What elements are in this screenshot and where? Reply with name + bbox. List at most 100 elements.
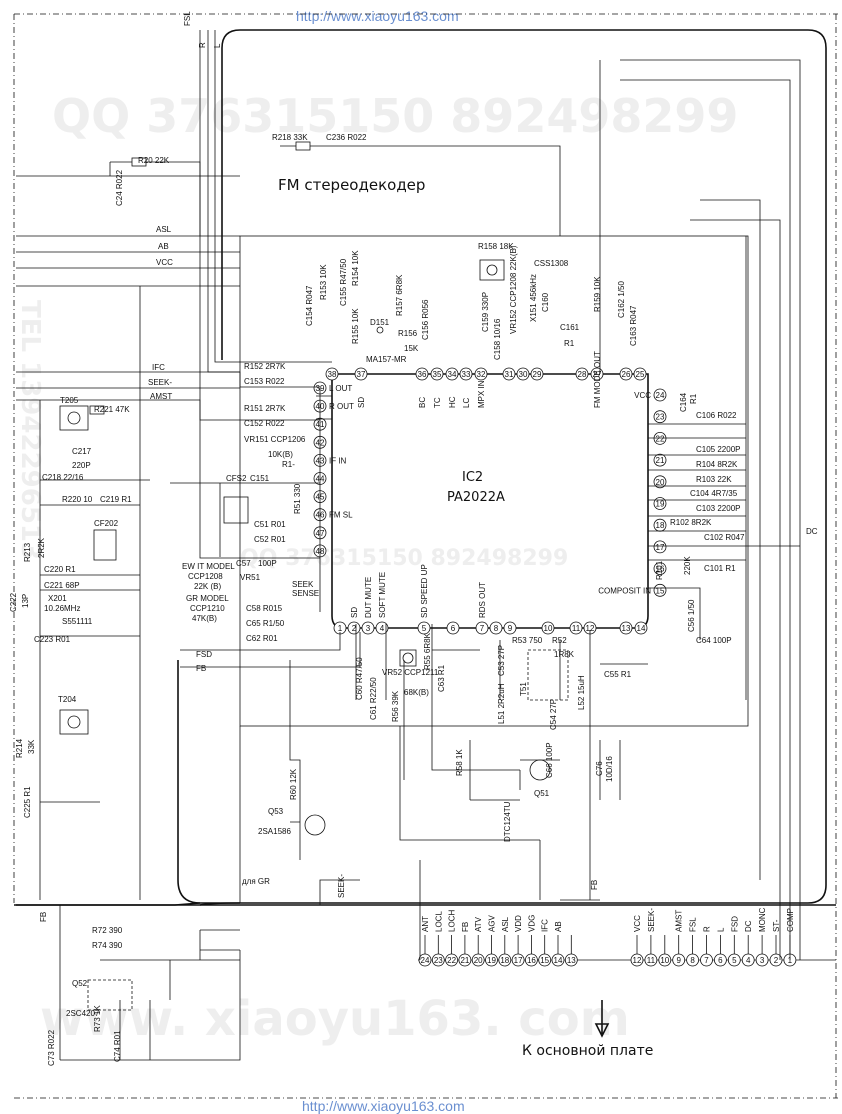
pin-number: 32	[477, 370, 486, 379]
svg-text:C58 R015: C58 R015	[246, 604, 283, 613]
svg-text:R214: R214	[15, 738, 24, 758]
pin-conn-3	[755, 953, 769, 967]
pin-right-23	[653, 410, 667, 424]
pin-number: 14	[637, 624, 646, 633]
svg-text:C156 R056: C156 R056	[421, 299, 430, 340]
pin-number: 33	[462, 370, 471, 379]
pin-label: DUT MUTE	[364, 577, 373, 618]
svg-text:R158 18K: R158 18K	[478, 242, 514, 251]
svg-text:C158 10/16: C158 10/16	[493, 318, 502, 360]
sig-l: L	[213, 43, 222, 48]
pin-number: 13	[567, 956, 576, 965]
svg-text:L51 2R2uH: L51 2R2uH	[497, 683, 506, 724]
sig-dc: DC	[806, 527, 818, 536]
svg-text:C105 2200P: C105 2200P	[696, 445, 740, 454]
pin-number: 25	[636, 370, 645, 379]
conn-label: L	[716, 927, 725, 932]
pin-top-33	[459, 367, 473, 381]
svg-text:C153 R022: C153 R022	[244, 377, 285, 386]
pin-number: 2	[774, 956, 779, 965]
pin-conn-6	[714, 953, 727, 967]
svg-text:R102 8R2K: R102 8R2K	[670, 518, 712, 527]
svg-text:X151 456kHz: X151 456kHz	[529, 274, 538, 322]
svg-text:T204: T204	[58, 695, 77, 704]
pin-conn-14	[551, 953, 565, 967]
svg-text:R1: R1	[564, 339, 575, 348]
sig-fb: FB	[196, 664, 206, 673]
svg-text:22K (B): 22K (B)	[194, 582, 221, 591]
svg-text:C162 1/50: C162 1/50	[617, 281, 626, 318]
svg-text:R74 390: R74 390	[92, 941, 123, 950]
svg-text:C63 R1: C63 R1	[437, 664, 446, 692]
svg-text:C163 R047: C163 R047	[629, 305, 638, 346]
pin-number: 1	[788, 956, 793, 965]
svg-text:C225 R1: C225 R1	[23, 786, 32, 818]
pin-number: 19	[656, 500, 665, 509]
svg-text:1R8K: 1R8K	[554, 650, 575, 659]
pin-label: R OUT	[329, 402, 354, 411]
svg-text:C236 R022: C236 R022	[326, 133, 367, 142]
svg-text:R72 390: R72 390	[92, 926, 123, 935]
pin-number: 21	[656, 456, 665, 465]
svg-text:C155 R47/50: C155 R47/50	[339, 258, 348, 306]
conn-label: AMST	[675, 910, 684, 932]
bottom-arrow	[594, 1000, 610, 1038]
svg-text:R55 6R8K: R55 6R8K	[423, 632, 432, 670]
sig-fsd: FSD	[196, 650, 212, 659]
pin-top-30	[516, 367, 530, 381]
conn-label: DC	[744, 920, 753, 932]
pin-number: 17	[514, 956, 523, 965]
svg-text:R73 1K: R73 1K	[93, 1005, 102, 1032]
svg-text:C54 27P: C54 27P	[549, 699, 558, 730]
pin-right-19	[653, 497, 667, 510]
pin-number: 10	[660, 956, 669, 965]
pin-number: 21	[460, 956, 469, 965]
svg-text:EW IT MODEL: EW IT MODEL	[182, 562, 235, 571]
pin-right-16	[653, 562, 667, 575]
svg-text:R103 22K: R103 22K	[696, 475, 732, 484]
svg-text:C56 1/50: C56 1/50	[687, 599, 696, 632]
pin-number: 4	[746, 956, 751, 965]
sig-vcc: VCC	[156, 258, 173, 267]
svg-text:C106 R022: C106 R022	[696, 411, 737, 420]
pin-number: 24	[656, 391, 665, 400]
sig-r: R	[198, 42, 207, 48]
conn-label: VDD	[514, 915, 523, 932]
pin-top-34	[445, 367, 459, 381]
svg-text:R51 330: R51 330	[293, 483, 302, 514]
svg-text:C223 R01: C223 R01	[34, 635, 71, 644]
pin-number: 18	[500, 956, 509, 965]
pin-number: 9	[508, 624, 513, 633]
pin-number: 16	[527, 956, 536, 965]
conn-label: VDG	[527, 915, 536, 932]
svg-text:Q51: Q51	[534, 789, 550, 798]
svg-text:GR MODEL: GR MODEL	[186, 594, 229, 603]
svg-text:C222: C222	[9, 592, 18, 612]
pin-number: 22	[447, 956, 456, 965]
pin-bottom-3	[361, 621, 375, 635]
svg-text:100P: 100P	[258, 559, 277, 568]
pin-number: 22	[656, 434, 665, 443]
pin-top-26	[619, 367, 633, 381]
svg-text:R156: R156	[398, 329, 418, 338]
svg-text:T51: T51	[519, 682, 528, 696]
svg-text:C65 R1/50: C65 R1/50	[246, 619, 285, 628]
svg-text:R157 6R8K: R157 6R8K	[395, 274, 404, 316]
svg-text:Q52: Q52	[72, 979, 88, 988]
svg-text:R101: R101	[655, 560, 664, 580]
pin-number: 37	[357, 370, 366, 379]
conn-label: MONC	[758, 907, 767, 932]
svg-text:220K: 220K	[683, 556, 692, 575]
svg-text:C101 R1: C101 R1	[704, 564, 736, 573]
svg-text:CFS2: CFS2	[226, 474, 247, 483]
pin-number: 6	[718, 956, 723, 965]
pin-number: 17	[656, 543, 665, 552]
pin-number: 28	[578, 370, 587, 379]
pin-number: 12	[633, 956, 642, 965]
svg-text:C217: C217	[72, 447, 92, 456]
svg-text:R52: R52	[552, 636, 567, 645]
sig-amst: AMST	[150, 392, 172, 401]
pin-label: IF IN	[329, 456, 347, 465]
